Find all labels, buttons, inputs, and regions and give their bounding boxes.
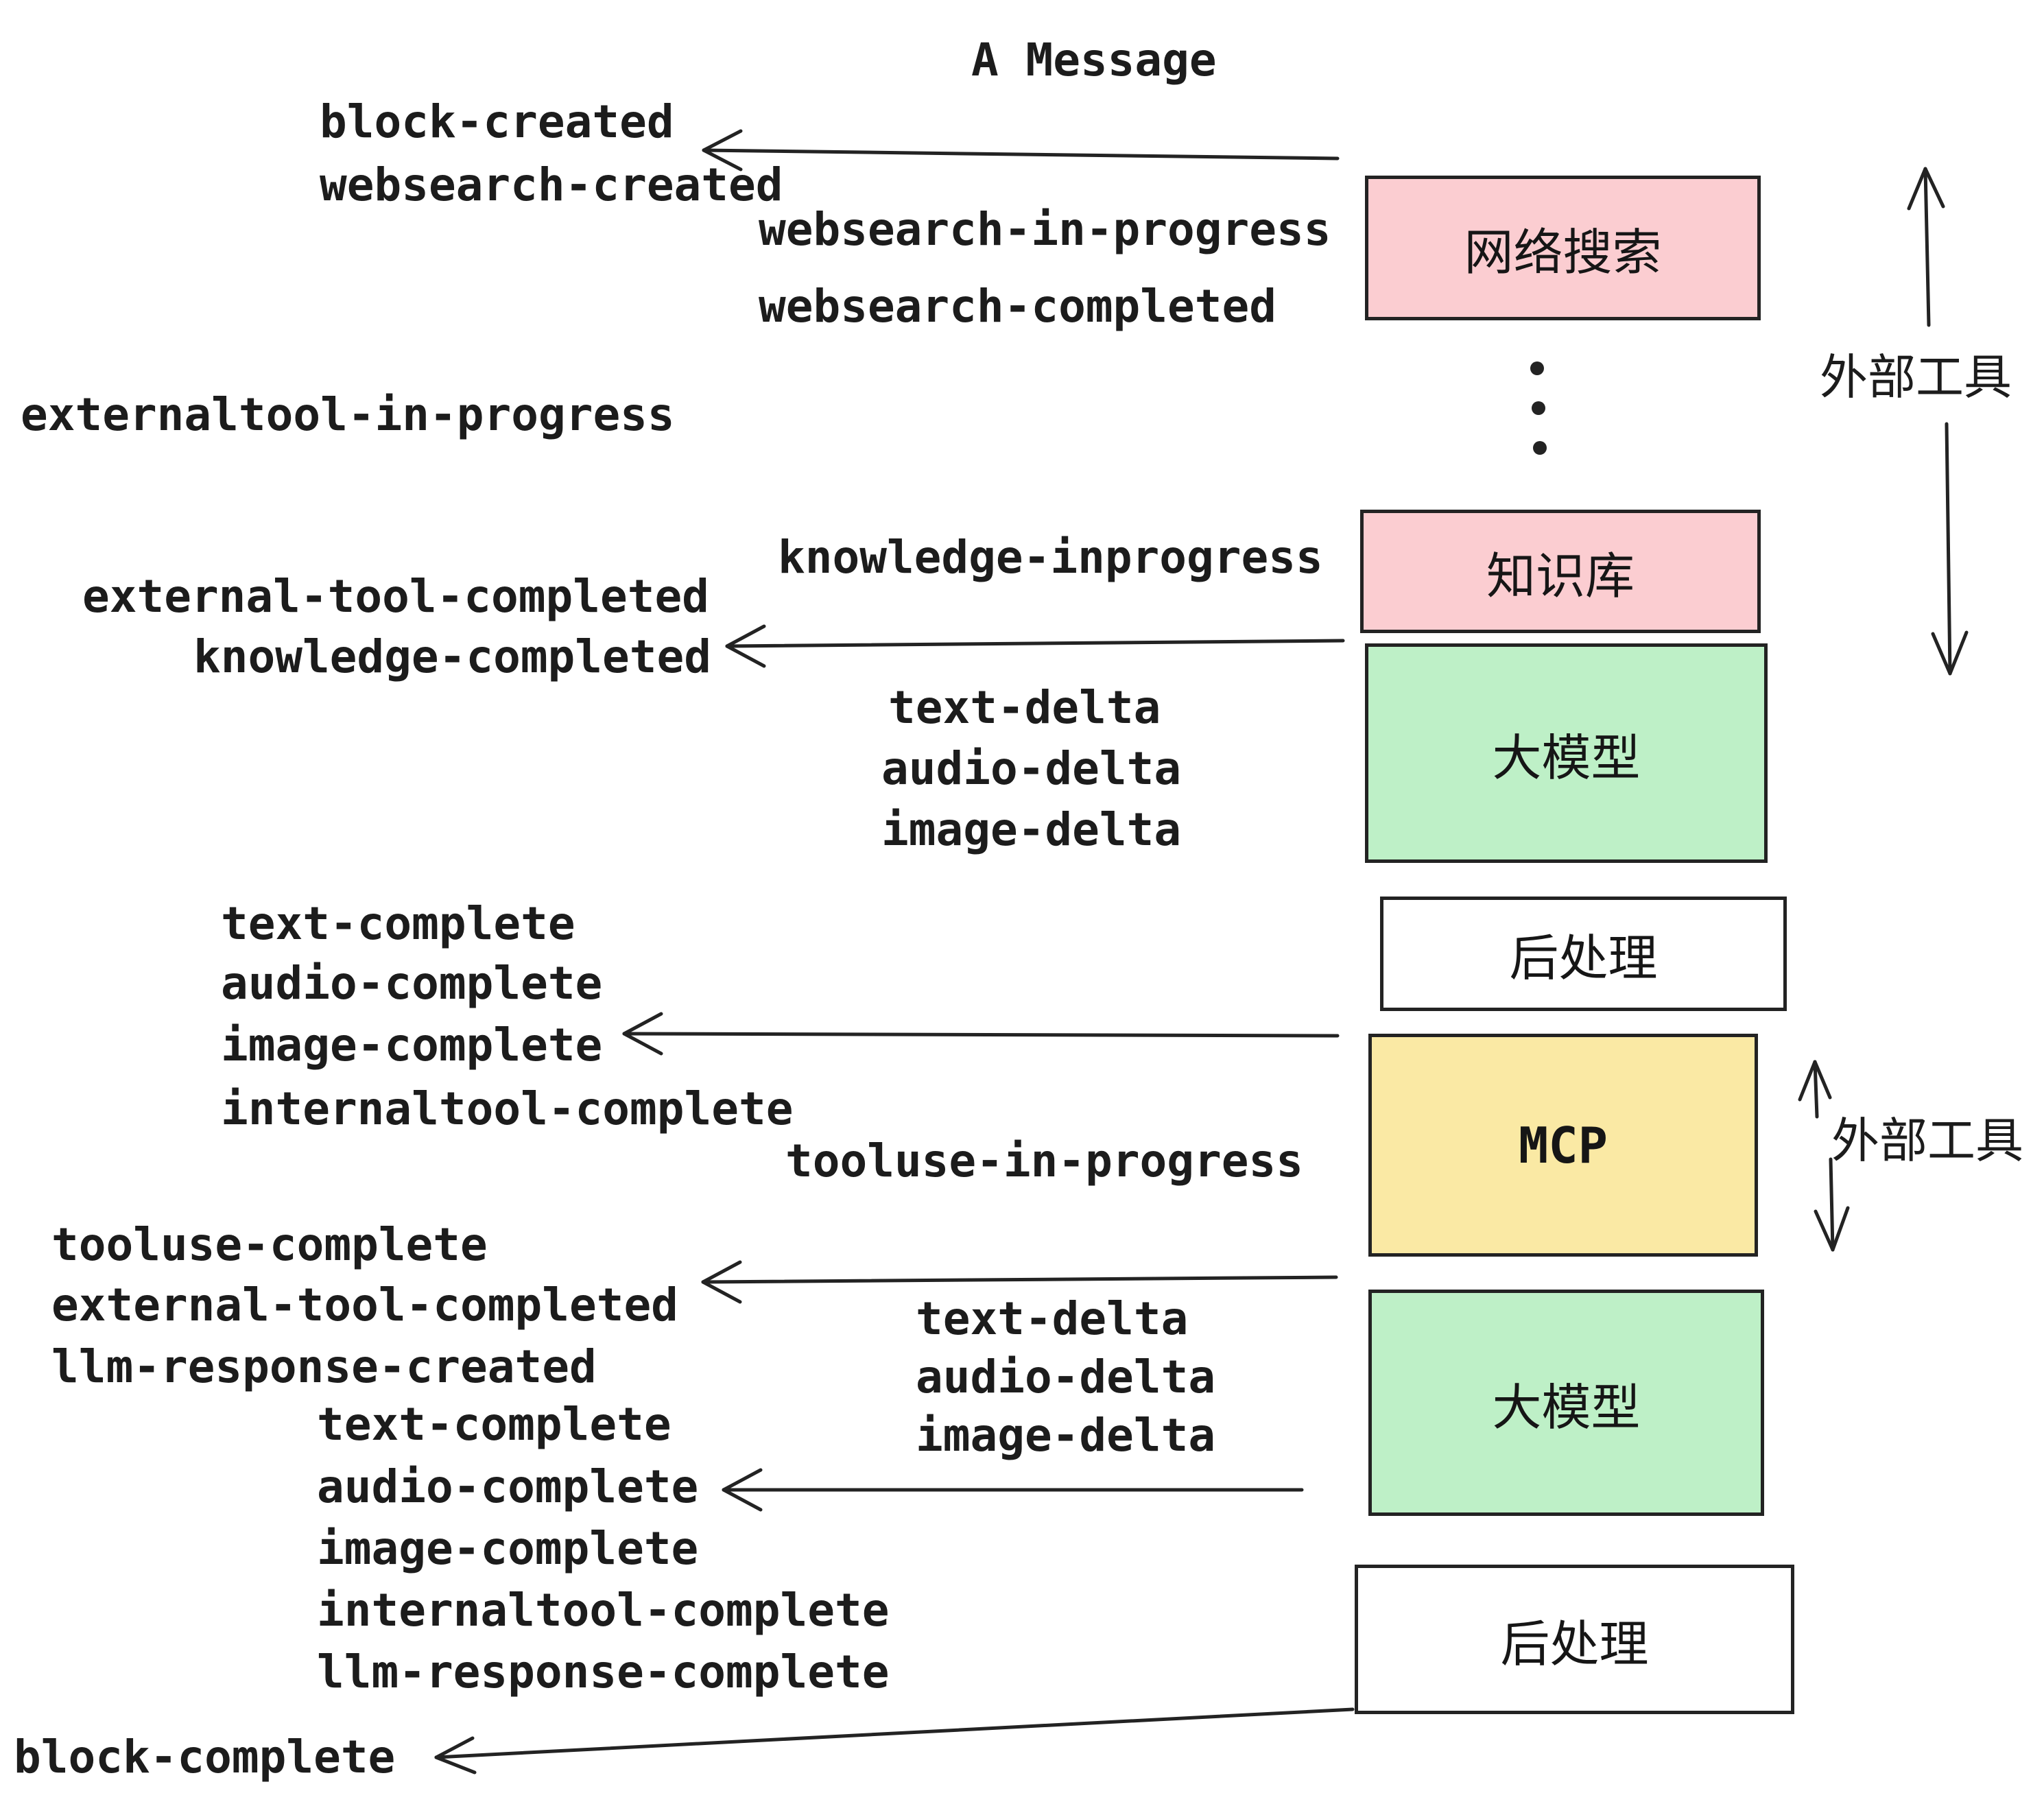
event-label-audio-complete: audio-complete bbox=[221, 957, 603, 1010]
external-tools-down-arrow-2 bbox=[1814, 1157, 1850, 1252]
diagram-title: A Message bbox=[971, 34, 1217, 86]
event-label-audio-complete-2: audio-complete bbox=[317, 1460, 699, 1513]
event-label-image-delta-2: image-delta bbox=[916, 1409, 1216, 1462]
event-label-knowledge-completed: knowledge-completed bbox=[193, 630, 711, 683]
event-label-knowledge-inprogress: knowledge-inprogress bbox=[778, 531, 1323, 584]
event-label-block-created: block-created bbox=[320, 95, 674, 148]
event-label-llm-response-created: llm-response-created bbox=[51, 1340, 597, 1393]
external-tools-down-arrow-1 bbox=[1931, 422, 1969, 676]
arrow-to-image-complete bbox=[622, 1012, 1340, 1056]
event-label-websearch-created: websearch-created bbox=[320, 158, 783, 211]
event-label-block-complete: block-complete bbox=[14, 1731, 396, 1783]
event-label-externaltool-in-progress: externaltool-in-progress bbox=[21, 388, 675, 441]
box-postprocess-2: 后处理 bbox=[1355, 1565, 1794, 1714]
event-label-image-complete-2: image-complete bbox=[317, 1522, 699, 1575]
arrow-to-audio-complete bbox=[722, 1468, 1304, 1512]
event-label-tooluse-complete: tooluse-complete bbox=[51, 1218, 488, 1271]
external-tools-up-arrow-1 bbox=[1907, 167, 1945, 327]
box-llm-2: 大模型 bbox=[1368, 1290, 1764, 1516]
event-label-text-delta-2: text-delta bbox=[916, 1292, 1189, 1345]
event-label-audio-delta-2: audio-delta bbox=[916, 1351, 1216, 1403]
external-tools-up-arrow-2 bbox=[1798, 1060, 1832, 1119]
box-postprocess-1: 后处理 bbox=[1380, 897, 1787, 1011]
arrow-to-websearch-created bbox=[702, 129, 1340, 171]
event-label-external-tool-completed: external-tool-completed bbox=[82, 570, 709, 623]
box-websearch: 网络搜索 bbox=[1365, 176, 1761, 320]
event-label-text-complete: text-complete bbox=[221, 897, 575, 950]
box-mcp: MCP bbox=[1368, 1034, 1758, 1257]
event-label-audio-delta: audio-delta bbox=[881, 742, 1182, 795]
event-label-external-tool-completed-2: external-tool-completed bbox=[51, 1279, 678, 1331]
event-label-internaltool-complete: internaltool-complete bbox=[221, 1082, 794, 1135]
box-knowledge: 知识库 bbox=[1360, 510, 1761, 633]
event-label-image-complete: image-complete bbox=[221, 1019, 603, 1071]
event-label-text-complete-2: text-complete bbox=[317, 1398, 672, 1451]
event-label-text-delta: text-delta bbox=[888, 681, 1161, 734]
event-label-internaltool-complete-2: internaltool-complete bbox=[317, 1584, 890, 1637]
external-tools-label-1: 外部工具 bbox=[1820, 349, 2012, 405]
event-label-image-delta: image-delta bbox=[881, 803, 1182, 856]
arrow-to-block-complete bbox=[434, 1707, 1355, 1775]
event-label-tooluse-in-progress: tooluse-in-progress bbox=[785, 1135, 1303, 1187]
arrow-to-knowledge-completed bbox=[725, 624, 1345, 668]
event-label-llm-response-complete: llm-response-complete bbox=[317, 1646, 890, 1698]
event-label-websearch-completed: websearch-completed bbox=[759, 280, 1276, 333]
box-llm-1: 大模型 bbox=[1365, 643, 1768, 863]
external-tools-label-2: 外部工具 bbox=[1831, 1113, 2023, 1169]
event-label-websearch-in-progress: websearch-in-progress bbox=[759, 203, 1331, 256]
ellipsis-dots bbox=[1530, 361, 1547, 455]
